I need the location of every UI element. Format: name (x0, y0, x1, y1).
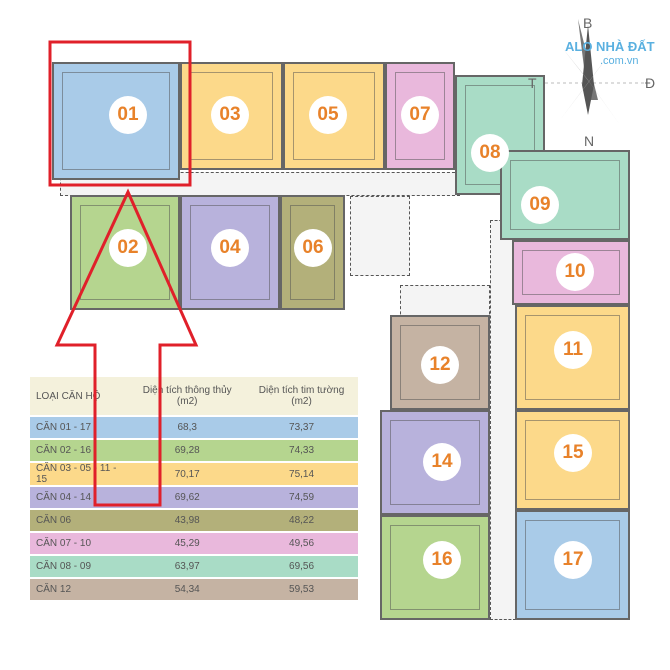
net-area: 70,17 (129, 462, 246, 487)
net-area: 54,34 (129, 578, 246, 602)
net-area: 43,98 (129, 509, 246, 533)
apartment-type: CĂN 03 - 05 - 11 - 15 (30, 462, 130, 487)
unit-number-10: 10 (556, 253, 594, 291)
net-area: 68,3 (129, 416, 246, 440)
stair-core-1 (350, 196, 410, 276)
header-type: LOẠI CĂN HỘ (30, 377, 130, 417)
unit-number-11: 11 (554, 331, 592, 369)
compass-east: Đ (645, 75, 656, 91)
header-net-area: Diện tích thông thủy (m2) (129, 377, 246, 417)
watermark-domain: .com.vn (600, 55, 639, 67)
compass-south: N (584, 133, 595, 149)
unit-number-08: 08 (471, 134, 509, 172)
apartment-type: CĂN 04 - 14 (30, 486, 130, 510)
unit-number-16: 16 (423, 541, 461, 579)
unit-number-15: 15 (554, 434, 592, 472)
unit-number-14: 14 (423, 443, 461, 481)
unit-number-09: 09 (521, 186, 559, 224)
gross-area: 69,56 (245, 555, 358, 579)
apartment-type: CĂN 01 - 17 (30, 416, 130, 440)
gross-area: 75,14 (245, 462, 358, 487)
apartment-area-table: LOẠI CĂN HỘ Diện tích thông thủy (m2) Di… (30, 377, 358, 602)
unit-number-06: 06 (294, 229, 332, 267)
net-area: 69,28 (129, 439, 246, 463)
unit-05 (283, 62, 385, 170)
header-gross-area: Diện tích tim tường (m2) (245, 377, 358, 417)
net-area: 69,62 (129, 486, 246, 510)
unit-number-01: 01 (109, 96, 147, 134)
unit-06 (280, 195, 345, 310)
unit-number-04: 04 (211, 229, 249, 267)
net-area: 63,97 (129, 555, 246, 579)
corridor-vertical (490, 220, 516, 620)
apartment-type: CĂN 07 - 10 (30, 532, 130, 556)
compass: B N T Đ ALO NHÀ ĐẤT .com.vn (528, 5, 670, 149)
unit-number-07: 07 (401, 96, 439, 134)
gross-area: 48,22 (245, 509, 358, 533)
apartment-type: CĂN 02 - 16 (30, 439, 130, 463)
gross-area: 49,56 (245, 532, 358, 556)
gross-area: 74,33 (245, 439, 358, 463)
unit-09 (500, 150, 630, 240)
apartment-type: CĂN 06 (30, 509, 130, 533)
unit-number-02: 02 (109, 229, 147, 267)
gross-area: 59,53 (245, 578, 358, 602)
compass-west: T (528, 75, 537, 91)
unit-number-12: 12 (421, 346, 459, 384)
watermark-brand: ALO NHÀ ĐẤT (565, 39, 655, 54)
unit-number-05: 05 (309, 96, 347, 134)
net-area: 45,29 (129, 532, 246, 556)
unit-number-17: 17 (554, 541, 592, 579)
compass-north: B (583, 15, 593, 31)
apartment-type: CĂN 12 (30, 578, 130, 602)
gross-area: 73,37 (245, 416, 358, 440)
unit-number-03: 03 (211, 96, 249, 134)
gross-area: 74,59 (245, 486, 358, 510)
apartment-type: CĂN 08 - 09 (30, 555, 130, 579)
